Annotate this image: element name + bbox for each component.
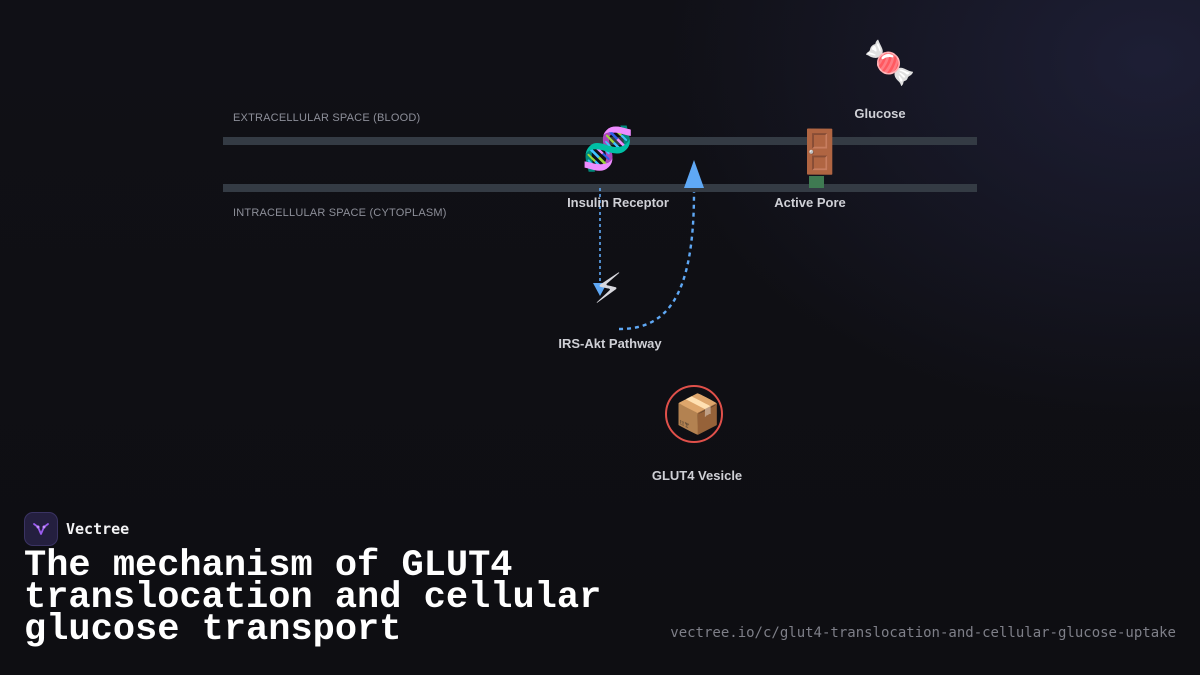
glut4-vesicle-label: GLUT4 Vesicle bbox=[651, 468, 743, 483]
lightning-icon: ⚡ bbox=[593, 264, 623, 313]
insulin-receptor-label: Insulin Receptor bbox=[567, 195, 669, 210]
glut4-vesicle-ring bbox=[665, 385, 723, 443]
extracellular-space-label: EXTRACELLULAR SPACE (BLOOD) bbox=[233, 112, 421, 124]
active-pore-label: Active Pore bbox=[774, 195, 846, 210]
dna-icon: 🧬 bbox=[581, 124, 635, 173]
intracellular-space-label: INTRACELLULAR SPACE (CYTOPLASM) bbox=[233, 207, 447, 219]
pore-channel bbox=[809, 176, 824, 188]
door-icon: 🚪 bbox=[793, 127, 847, 176]
brand[interactable]: Vectree bbox=[24, 512, 129, 546]
page-title: The mechanism of GLUT4 translocation and… bbox=[24, 545, 602, 651]
candy-icon: 🍬 bbox=[863, 38, 917, 87]
source-url[interactable]: vectree.io/c/glut4-translocation-and-cel… bbox=[670, 625, 1176, 641]
membrane-outer-layer bbox=[223, 137, 977, 145]
brand-name: Vectree bbox=[66, 520, 130, 538]
package-icon: 📦 bbox=[674, 392, 722, 436]
vectree-logo-icon bbox=[24, 512, 58, 546]
pathway-to-membrane-arrowhead bbox=[684, 160, 704, 188]
glucose-label: Glucose bbox=[854, 106, 906, 121]
pathway-to-membrane-arrow bbox=[618, 191, 696, 331]
receptor-to-pathway-arrowhead bbox=[593, 283, 607, 296]
irs-akt-pathway-label: IRS-Akt Pathway bbox=[558, 336, 662, 351]
